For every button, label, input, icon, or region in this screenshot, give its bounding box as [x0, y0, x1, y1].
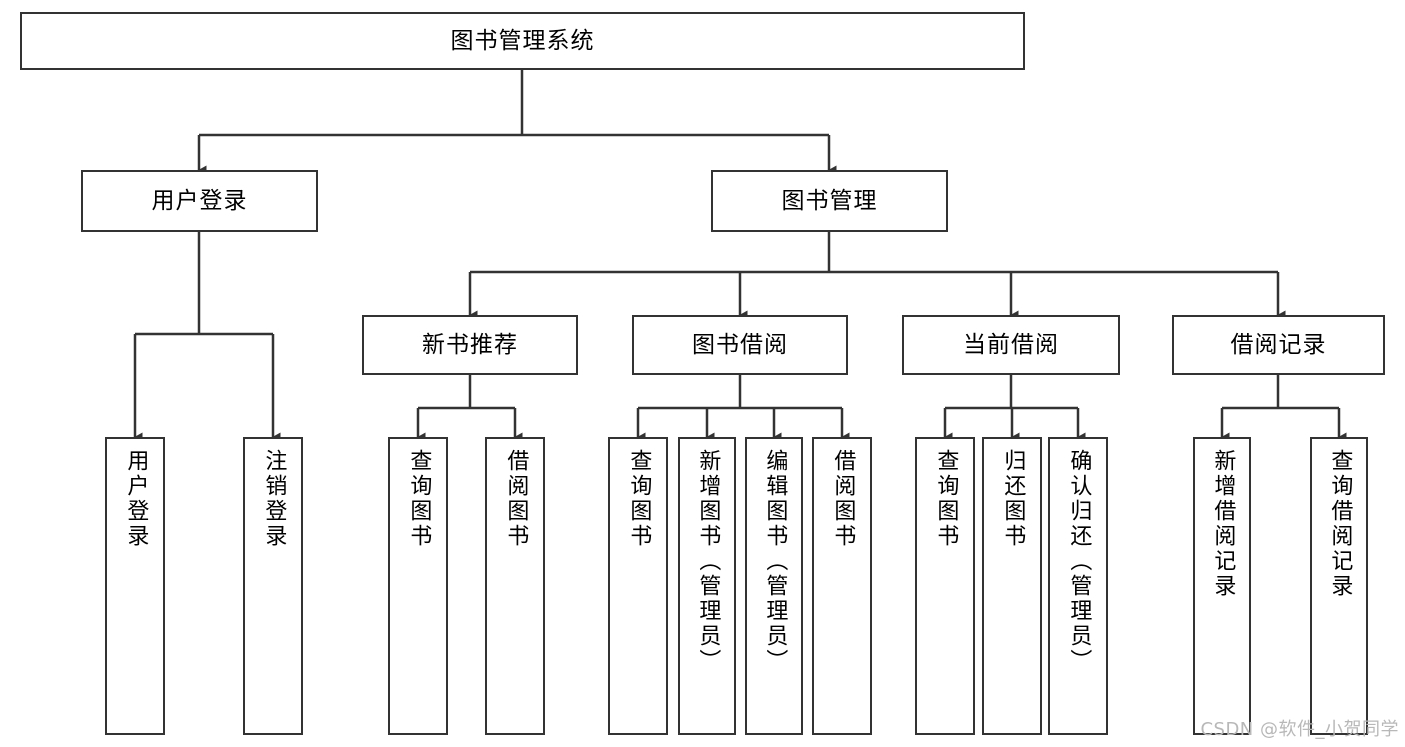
leaf-node-label: 借阅图书: [830, 449, 856, 549]
leaf-node-label: 查询借阅记录: [1327, 449, 1353, 599]
leaf-node-label: 用户登录: [123, 449, 149, 549]
node-用户登录[interactable]: 用户登录: [81, 170, 318, 232]
leaf-node-label: 新增借阅记录: [1210, 449, 1236, 599]
node-借阅记录[interactable]: 借阅记录: [1172, 315, 1385, 375]
node-label: 借阅记录: [1230, 331, 1327, 358]
node-当前借阅[interactable]: 当前借阅: [902, 315, 1120, 375]
node-root[interactable]: 图书管理系统: [20, 12, 1025, 70]
leaf-node-label: 借阅图书: [503, 449, 529, 549]
node-label: 新书推荐: [422, 331, 518, 358]
node-label: 当前借阅: [963, 331, 1059, 358]
leaf-node-查询图书[interactable]: 查询图书: [608, 437, 668, 735]
node-label: 图书管理: [781, 187, 878, 214]
leaf-node-新增图书管理员[interactable]: 新增图书（管理员）: [678, 437, 736, 735]
node-root-label: 图书管理系统: [450, 27, 595, 54]
leaf-node-确认归还管理员[interactable]: 确认归还（管理员）: [1048, 437, 1108, 735]
leaf-node-label: 归还图书: [1000, 449, 1026, 549]
node-新书推荐[interactable]: 新书推荐: [362, 315, 578, 375]
leaf-node-label: 查询图书: [933, 449, 959, 549]
leaf-node-归还图书[interactable]: 归还图书: [982, 437, 1042, 735]
leaf-node-label: 确认归还（管理员）: [1066, 449, 1092, 674]
leaf-node-注销登录[interactable]: 注销登录: [243, 437, 303, 735]
leaf-node-查询借阅记录[interactable]: 查询借阅记录: [1310, 437, 1368, 735]
node-label: 用户登录: [151, 187, 248, 214]
leaf-node-label: 查询图书: [406, 449, 432, 549]
leaf-node-查询图书[interactable]: 查询图书: [388, 437, 448, 735]
leaf-node-查询图书[interactable]: 查询图书: [915, 437, 975, 735]
leaf-node-label: 编辑图书（管理员）: [762, 449, 788, 674]
leaf-node-编辑图书管理员[interactable]: 编辑图书（管理员）: [745, 437, 803, 735]
leaf-node-label: 注销登录: [261, 449, 287, 549]
node-图书借阅[interactable]: 图书借阅: [632, 315, 848, 375]
leaf-node-label: 查询图书: [626, 449, 652, 549]
node-label: 图书借阅: [692, 331, 788, 358]
leaf-node-用户登录[interactable]: 用户登录: [105, 437, 165, 735]
leaf-node-label: 新增图书（管理员）: [695, 449, 721, 674]
node-图书管理[interactable]: 图书管理: [711, 170, 948, 232]
leaf-node-借阅图书[interactable]: 借阅图书: [485, 437, 545, 735]
leaf-node-借阅图书[interactable]: 借阅图书: [812, 437, 872, 735]
leaf-node-新增借阅记录[interactable]: 新增借阅记录: [1193, 437, 1251, 735]
